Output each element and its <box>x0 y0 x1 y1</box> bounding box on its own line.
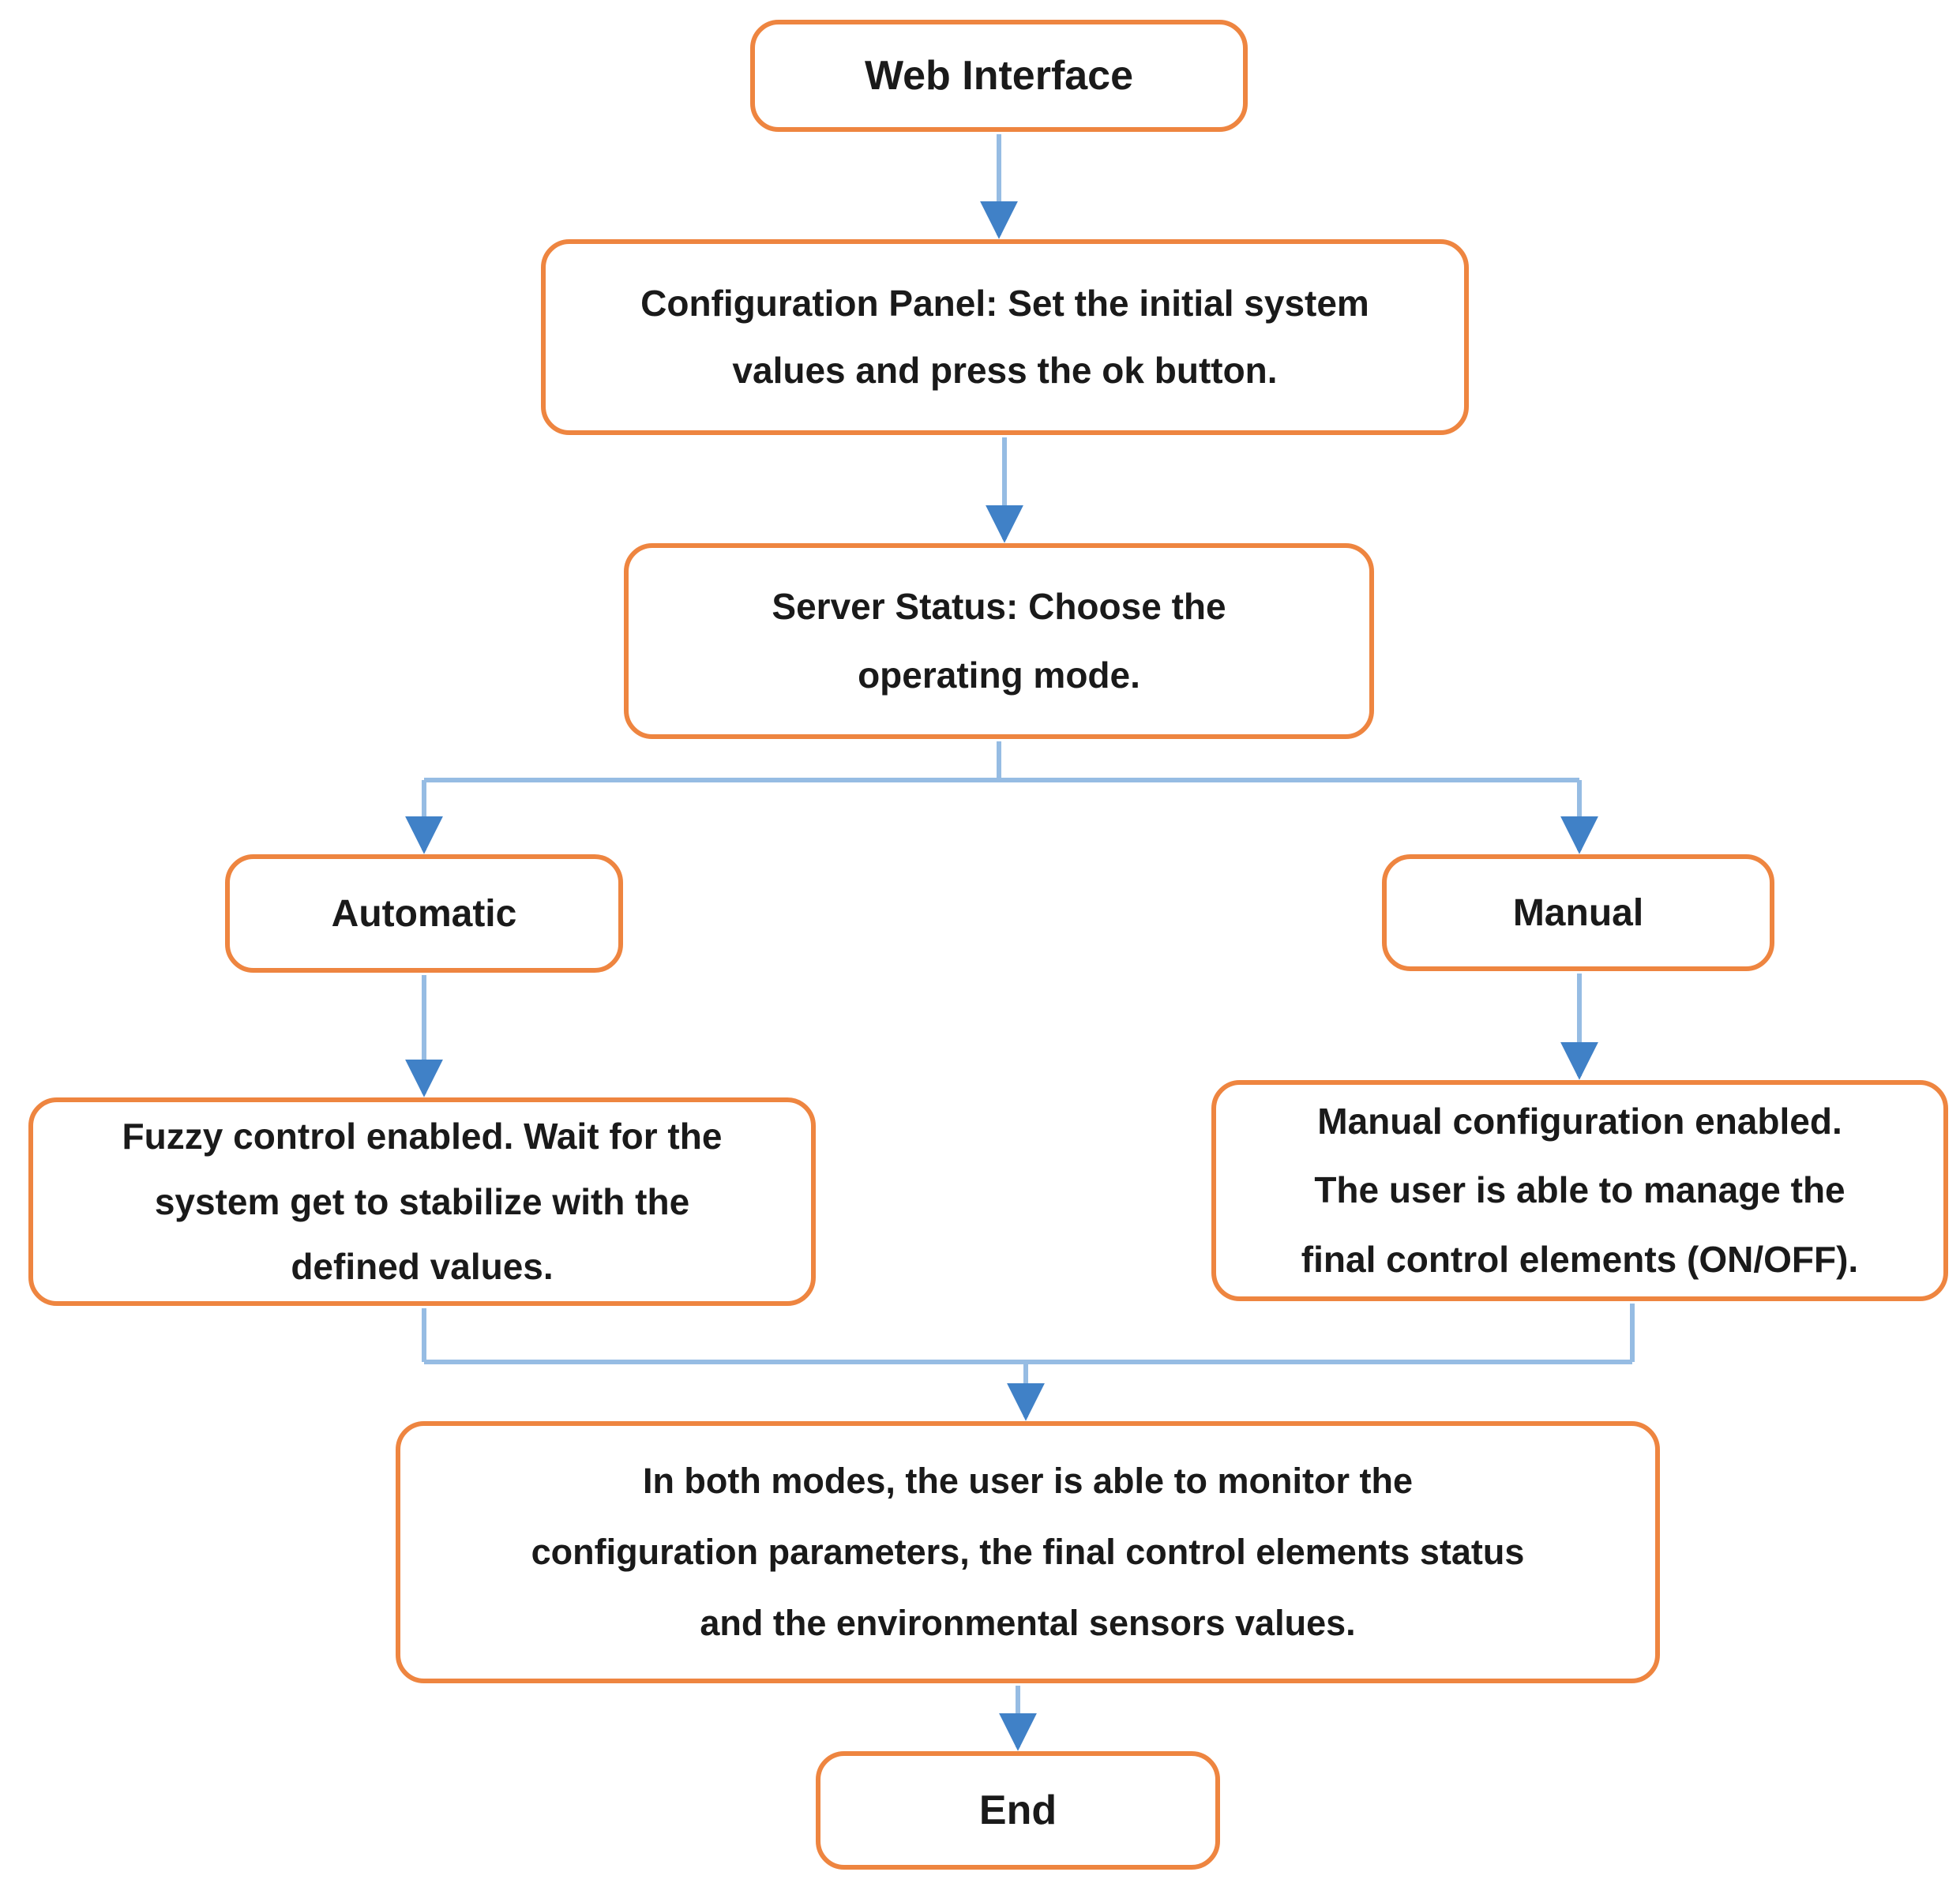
node-web-interface: Web Interface <box>750 20 1248 132</box>
node-monitor-both-modes: In both modes, the user is able to monit… <box>396 1421 1660 1683</box>
node-automatic: Automatic <box>225 854 623 973</box>
node-manual: Manual <box>1382 854 1774 971</box>
node-end: End <box>816 1751 1220 1870</box>
node-fuzzy-control: Fuzzy control enabled. Wait for the syst… <box>28 1097 816 1306</box>
node-server-status: Server Status: Choose the operating mode… <box>624 543 1374 739</box>
node-configuration-panel: Configuration Panel: Set the initial sys… <box>541 239 1469 435</box>
node-manual-configuration: Manual configuration enabled. The user i… <box>1211 1080 1948 1301</box>
